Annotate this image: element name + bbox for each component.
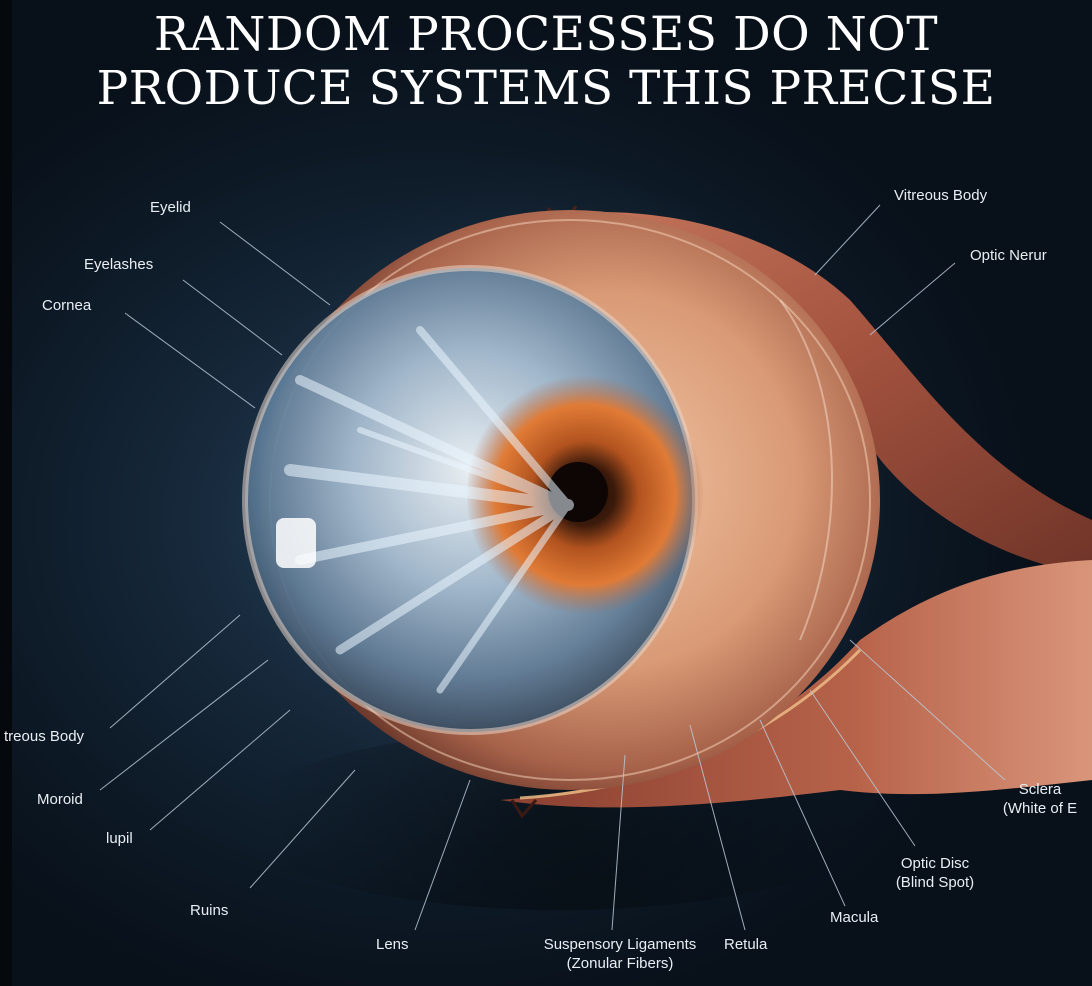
label-eyelashes: Eyelashes: [84, 256, 154, 273]
cornea-reflection: [276, 518, 316, 568]
lower-eyelid-muscle: [500, 560, 1092, 808]
title-line-2: PRODUCE SYSTEMS THIS PRECISE: [96, 61, 996, 116]
label-vitreous-body-right: Vitreous Body: [894, 187, 988, 204]
label-suspensory-ligaments: Suspensory Ligaments (Zonular Fibers): [520, 935, 720, 973]
label-retina: Retula: [724, 936, 768, 953]
leader-lines: [99, 204, 1006, 931]
label-optic-disc: Optic Disc (Blind Spot): [880, 854, 990, 892]
label-optic-nerve: Optic Nerur: [970, 247, 1047, 264]
label-optic-disc-name: Optic Disc: [900, 855, 970, 872]
upper-eyelid-muscle: [470, 212, 1092, 575]
label-lens: Lens: [376, 936, 409, 953]
sclera-highlight: [779, 299, 833, 641]
title-line-1: RANDOM PROCESSES DO NOT: [153, 7, 939, 62]
lower-lid-notch: [510, 799, 538, 819]
label-vitreous-body-left: treous Body: [4, 728, 85, 745]
label-pupil: lupil: [106, 830, 133, 847]
label-suspensory-ligaments-name: Suspensory Ligaments: [543, 936, 697, 953]
label-macula: Macula: [830, 909, 879, 926]
label-eyelid: Eyelid: [150, 199, 191, 216]
label-blind-spot: (Blind Spot): [895, 874, 975, 891]
label-cornea: Cornea: [42, 297, 92, 314]
left-border-strip: [0, 0, 12, 986]
label-zonular-fibers: (Zonular Fibers): [566, 955, 674, 972]
label-white-of-eye: (White of E: [1002, 800, 1078, 817]
label-choroid: Moroid: [37, 791, 83, 808]
label-sclera: Sclera (White of E: [990, 780, 1090, 818]
label-sclera-name: Sclera: [1018, 781, 1062, 798]
light-rays: [284, 326, 574, 694]
diagram-title: RANDOM PROCESSES DO NOT PRODUCE SYSTEMS …: [0, 8, 1092, 116]
label-ruins: Ruins: [190, 902, 229, 919]
